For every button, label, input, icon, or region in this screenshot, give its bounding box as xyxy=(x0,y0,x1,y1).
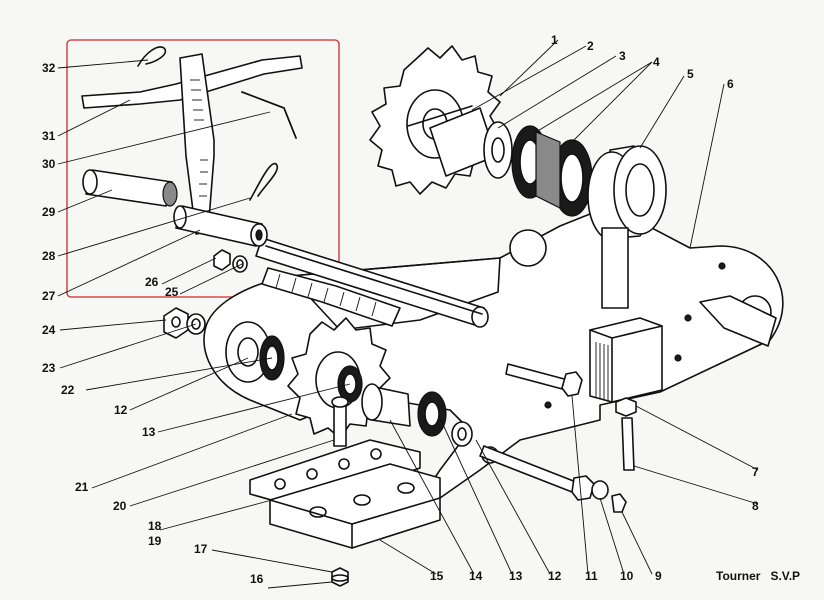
callout-5: 5 xyxy=(687,67,694,81)
callout-13: 13 xyxy=(142,425,156,439)
lever-subassembly xyxy=(81,46,303,273)
lower-hub-bearings xyxy=(361,383,473,447)
callout-20: 20 xyxy=(113,499,127,513)
callout-labels: 1 2 3 4 5 6 7 8 9 10 11 12 13 14 15 16 1… xyxy=(42,33,759,586)
callout-22: 22 xyxy=(61,383,75,397)
callout-31: 31 xyxy=(42,129,56,143)
callout-6: 6 xyxy=(727,77,734,91)
tensioner-block xyxy=(589,317,663,403)
callout-21: 21 xyxy=(75,480,89,494)
page-footer: Tourner S.V.P xyxy=(716,569,800,583)
callout-12: 12 xyxy=(114,403,128,417)
callout-32: 32 xyxy=(42,61,56,75)
callout-3: 3 xyxy=(619,49,626,63)
callout-9: 9 xyxy=(655,569,662,583)
footer-abbr: S.V.P xyxy=(770,569,801,583)
bottom-chain-bracket xyxy=(249,439,441,587)
footer-word: Tourner xyxy=(716,569,761,583)
big-roller xyxy=(587,145,667,309)
callout-18: 18 xyxy=(148,519,162,533)
callout-15: 15 xyxy=(430,569,444,583)
callout-7: 7 xyxy=(752,465,759,479)
callout-19: 19 xyxy=(148,534,162,548)
callout-12b: 12 xyxy=(548,569,562,583)
callout-14: 14 xyxy=(469,569,483,583)
callout-27: 27 xyxy=(42,289,56,303)
long-shaft xyxy=(255,237,489,328)
bolts xyxy=(331,363,637,513)
callout-29: 29 xyxy=(42,205,56,219)
callout-11: 11 xyxy=(585,569,598,583)
callout-26: 26 xyxy=(145,275,159,289)
callout-8: 8 xyxy=(752,499,759,513)
callout-4: 4 xyxy=(653,55,660,69)
highlight-frame xyxy=(66,39,340,298)
callout-10: 10 xyxy=(620,569,634,583)
callout-13b: 13 xyxy=(509,569,523,583)
callout-1: 1 xyxy=(551,33,558,47)
callout-2: 2 xyxy=(587,39,594,53)
leader-lines xyxy=(57,39,759,589)
callout-16: 16 xyxy=(250,572,264,586)
callout-23: 23 xyxy=(42,361,56,375)
callout-17: 17 xyxy=(194,542,208,556)
callout-28: 28 xyxy=(42,249,56,263)
upper-hub-bearings xyxy=(407,105,593,217)
chain-strip xyxy=(261,267,401,327)
callout-25: 25 xyxy=(165,285,179,299)
callout-24: 24 xyxy=(42,323,56,337)
callout-30: 30 xyxy=(42,157,56,171)
